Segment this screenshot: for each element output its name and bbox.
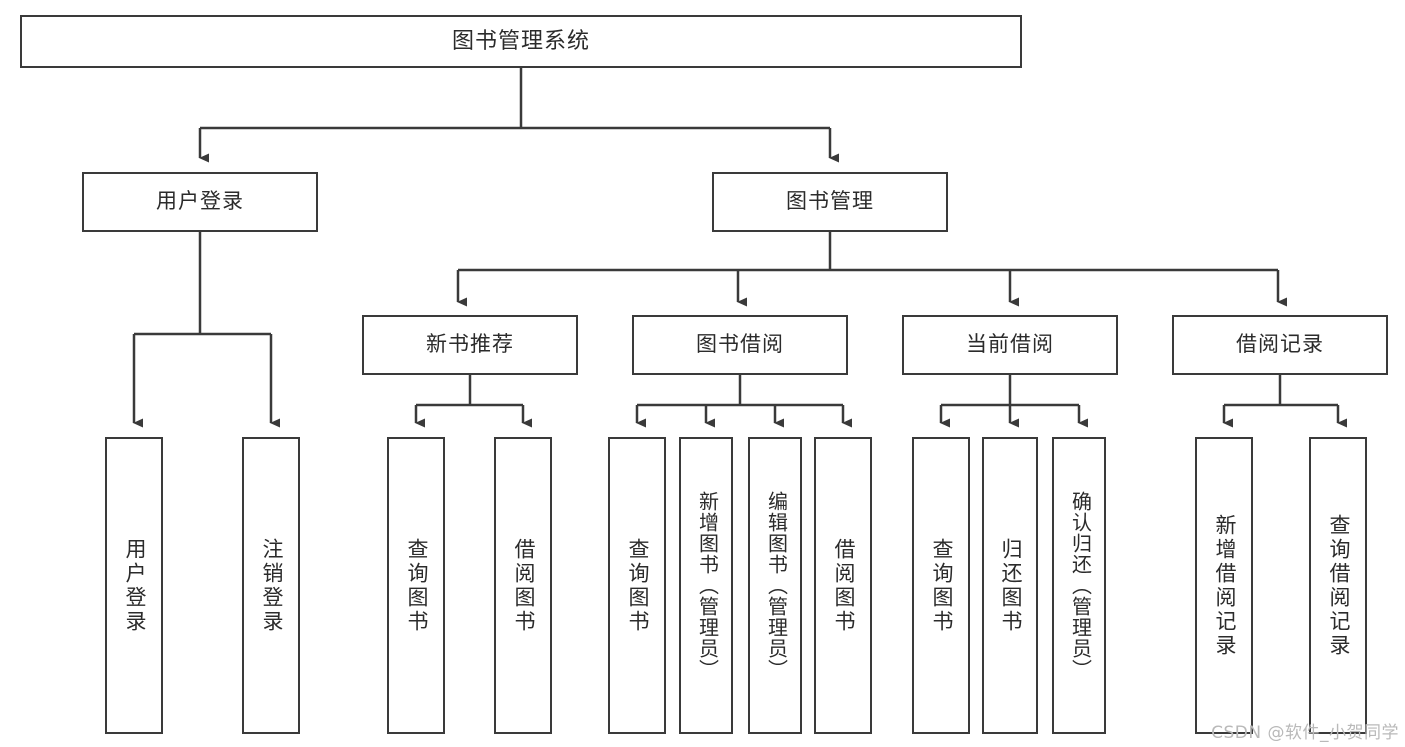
node-label: 借阅图书	[832, 537, 856, 634]
leaf-logout[interactable]: 注销登录	[242, 437, 300, 734]
node-label: 图书管理	[786, 190, 874, 214]
leaf-record-query-borrow-record[interactable]: 查询借阅记录	[1309, 437, 1367, 734]
node-label: 确认归还（管理员）	[1068, 491, 1091, 680]
node-label: 编辑图书（管理员）	[764, 491, 787, 680]
node-label: 注销登录	[260, 537, 284, 634]
node-label: 借阅记录	[1236, 333, 1324, 357]
node-label: 当前借阅	[966, 333, 1054, 357]
leaf-currentborrow-query-book[interactable]: 查询图书	[912, 437, 970, 734]
node-label: 借阅图书	[512, 537, 536, 634]
leaf-bookborrow-query-book[interactable]: 查询图书	[608, 437, 666, 734]
node-label: 用户登录	[123, 537, 147, 634]
node-book-borrow[interactable]: 图书借阅	[632, 315, 848, 375]
node-label: 归还图书	[999, 537, 1023, 634]
node-user-login[interactable]: 用户登录	[82, 172, 318, 232]
leaf-currentborrow-return-book[interactable]: 归还图书	[982, 437, 1038, 734]
node-book-management[interactable]: 图书管理	[712, 172, 948, 232]
node-label: 用户登录	[156, 190, 244, 214]
node-label: 查询图书	[405, 537, 429, 634]
leaf-bookborrow-edit-book-admin[interactable]: 编辑图书（管理员）	[748, 437, 802, 734]
node-label: 图书管理系统	[451, 28, 590, 54]
node-label: 查询图书	[930, 537, 954, 634]
node-label: 查询图书	[626, 537, 650, 634]
node-current-borrow[interactable]: 当前借阅	[902, 315, 1118, 375]
leaf-currentborrow-confirm-return-admin[interactable]: 确认归还（管理员）	[1052, 437, 1106, 734]
node-label: 新增借阅记录	[1213, 513, 1237, 658]
leaf-record-add-borrow-record[interactable]: 新增借阅记录	[1195, 437, 1253, 734]
csdn-watermark: CSDN @软件_小贺同学	[1211, 723, 1399, 743]
leaf-newbook-borrow-book[interactable]: 借阅图书	[494, 437, 552, 734]
leaf-user-login[interactable]: 用户登录	[105, 437, 163, 734]
node-label: 新增图书（管理员）	[695, 491, 718, 680]
leaf-bookborrow-add-book-admin[interactable]: 新增图书（管理员）	[679, 437, 733, 734]
node-new-book-recommend[interactable]: 新书推荐	[362, 315, 578, 375]
node-label: 新书推荐	[426, 333, 514, 357]
leaf-newbook-query-book[interactable]: 查询图书	[387, 437, 445, 734]
node-label: 图书借阅	[696, 333, 784, 357]
node-label: 查询借阅记录	[1327, 513, 1351, 658]
node-borrow-record[interactable]: 借阅记录	[1172, 315, 1388, 375]
leaf-bookborrow-borrow-book[interactable]: 借阅图书	[814, 437, 872, 734]
node-root-system[interactable]: 图书管理系统	[20, 15, 1022, 68]
